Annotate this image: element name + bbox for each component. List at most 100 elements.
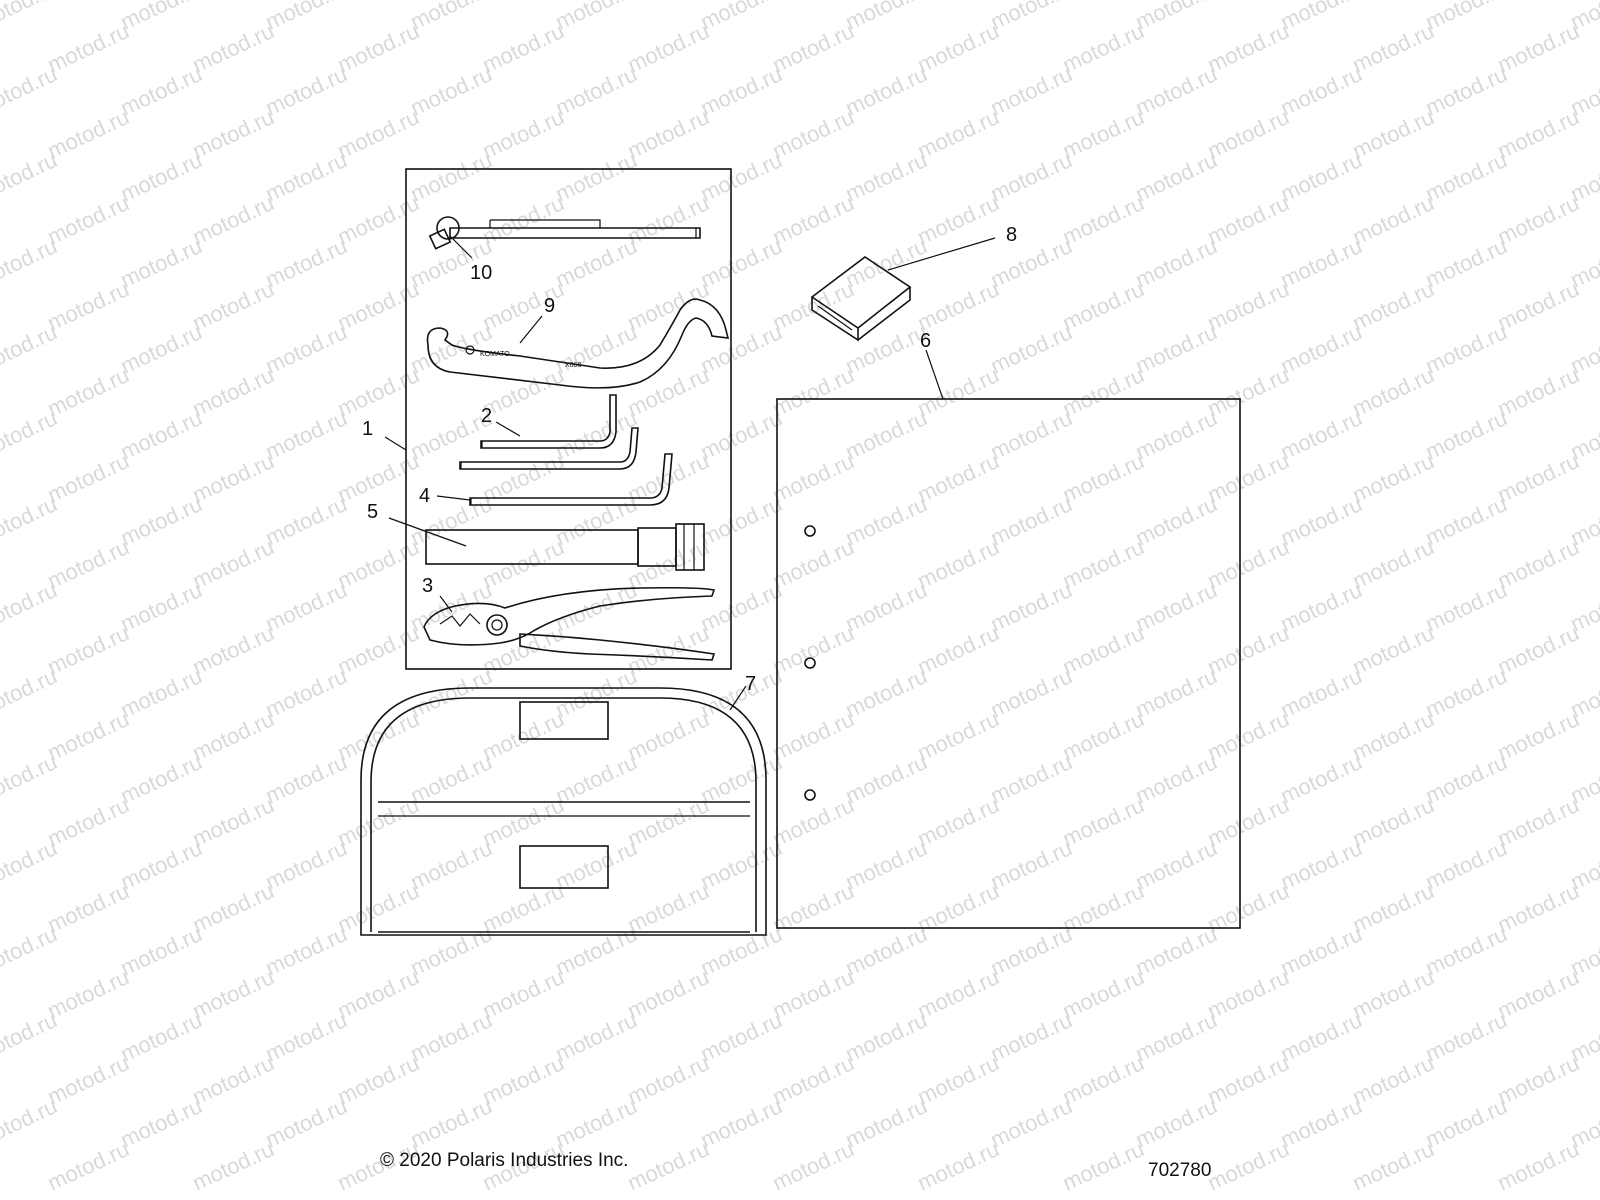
watermark-text: motod.ru xyxy=(334,276,423,335)
watermark-text: motod.ru xyxy=(1204,18,1293,77)
tool-kit-board xyxy=(405,168,732,670)
watermark-text: motod.ru xyxy=(44,878,133,937)
watermark-text: motod.ru xyxy=(1349,18,1438,77)
watermark-text: motod.ru xyxy=(44,534,133,593)
watermark-text: motod.ru xyxy=(769,792,858,851)
watermark-text: motod.ru xyxy=(44,620,133,679)
callout-9: 9 xyxy=(544,295,555,317)
watermark-text: motod.ru xyxy=(1277,491,1366,550)
watermark-text: motod.ru xyxy=(552,491,641,550)
watermark-text: motod.ru xyxy=(1349,1136,1438,1195)
watermark-text: motod.ru xyxy=(407,921,496,980)
spark-plug-socket-part-5 xyxy=(425,523,705,571)
watermark-text: motod.ru xyxy=(624,878,713,937)
watermark-text: motod.ru xyxy=(1349,534,1438,593)
callout-4: 4 xyxy=(419,485,430,507)
watermark-text: motod.ru xyxy=(1132,749,1221,808)
watermark-text: motod.ru xyxy=(262,319,351,378)
watermark-text: motod.ru xyxy=(189,18,278,77)
watermark-text: motod.ru xyxy=(1422,921,1511,980)
watermark-text: motod.ru xyxy=(1349,964,1438,1023)
watermark-text: motod.ru xyxy=(987,749,1076,808)
watermark-text: motod.ru xyxy=(1277,1093,1366,1152)
svg-text:KOMATO: KOMATO xyxy=(480,351,510,358)
watermark-text: motod.ru xyxy=(769,964,858,1023)
watermark-text: motod.ru xyxy=(117,663,206,722)
watermark-text: motod.ru xyxy=(262,921,351,980)
watermark-text: motod.ru xyxy=(624,362,713,421)
watermark-text: motod.ru xyxy=(987,405,1076,464)
watermark-text: motod.ru xyxy=(117,577,206,636)
watermark-text: motod.ru xyxy=(44,276,133,335)
watermark-text: motod.ru xyxy=(44,1050,133,1109)
watermark-text: motod.ru xyxy=(1132,1093,1221,1152)
watermark-text: motod.ru xyxy=(624,792,713,851)
watermark-text: motod.ru xyxy=(0,577,61,636)
watermark-text: motod.ru xyxy=(334,448,423,507)
watermark-text: motod.ru xyxy=(914,448,1003,507)
watermark-text: motod.ru xyxy=(0,1093,61,1152)
watermark-text: motod.ru xyxy=(697,1007,786,1066)
watermark-text: motod.ru xyxy=(0,0,61,35)
watermark-text: motod.ru xyxy=(262,749,351,808)
watermark-text: motod.ru xyxy=(262,147,351,206)
watermark-text: motod.ru xyxy=(479,878,568,937)
watermark-text: motod.ru xyxy=(987,319,1076,378)
watermark-text: motod.ru xyxy=(769,706,858,765)
watermark-text: motod.ru xyxy=(1204,964,1293,1023)
watermark-text: motod.ru xyxy=(479,18,568,77)
watermark-text: motod.ru xyxy=(262,61,351,120)
watermark-text: motod.ru xyxy=(1204,190,1293,249)
watermark-text: motod.ru xyxy=(0,1007,61,1066)
watermark-text: motod.ru xyxy=(334,534,423,593)
watermark-text: motod.ru xyxy=(1059,792,1148,851)
svg-text:X068: X068 xyxy=(565,362,581,369)
watermark-text: motod.ru xyxy=(914,620,1003,679)
watermark-text: motod.ru xyxy=(1494,878,1583,937)
watermark-text: motod.ru xyxy=(769,534,858,593)
pliers-part-3 xyxy=(423,586,716,661)
watermark-text: motod.ru xyxy=(334,190,423,249)
watermark-text: motod.ru xyxy=(117,1093,206,1152)
watermark-text: motod.ru xyxy=(914,18,1003,77)
watermark-text: motod.ru xyxy=(769,362,858,421)
watermark-text: motod.ru xyxy=(189,276,278,335)
watermark-text: motod.ru xyxy=(479,964,568,1023)
watermark-text: motod.ru xyxy=(189,190,278,249)
watermark-text: motod.ru xyxy=(987,921,1076,980)
watermark-text: motod.ru xyxy=(0,61,61,120)
tool-pouch-part-7 xyxy=(360,687,767,936)
watermark-text: motod.ru xyxy=(44,18,133,77)
watermark-text: motod.ru xyxy=(1059,620,1148,679)
watermark-text: motod.ru xyxy=(262,233,351,292)
watermark-text: motod.ru xyxy=(1277,233,1366,292)
watermark-text: motod.ru xyxy=(842,0,931,35)
watermark-text: motod.ru xyxy=(914,276,1003,335)
watermark-text: motod.ru xyxy=(262,835,351,894)
watermark-text: motod.ru xyxy=(842,233,931,292)
watermark-text: motod.ru xyxy=(44,448,133,507)
watermark-text: motod.ru xyxy=(1349,878,1438,937)
watermark-text: motod.ru xyxy=(1349,104,1438,163)
watermark-text: motod.ru xyxy=(44,1136,133,1195)
watermark-text: motod.ru xyxy=(1349,276,1438,335)
watermark-text: motod.ru xyxy=(552,319,641,378)
callout-5: 5 xyxy=(367,501,378,523)
watermark-text: motod.ru xyxy=(1059,18,1148,77)
watermark-text: motod.ru xyxy=(1422,663,1511,722)
watermark-text: motod.ru xyxy=(334,104,423,163)
watermark-text: motod.ru xyxy=(1422,491,1511,550)
watermark-text: motod.ru xyxy=(552,147,641,206)
watermark-text: motod.ru xyxy=(262,1093,351,1152)
watermark-text: motod.ru xyxy=(262,491,351,550)
watermark-text: motod.ru xyxy=(1422,319,1511,378)
watermark-text: motod.ru xyxy=(1277,405,1366,464)
watermark-text: motod.ru xyxy=(334,18,423,77)
watermark-text: motod.ru xyxy=(44,706,133,765)
watermark-text: motod.ru xyxy=(334,878,423,937)
watermark-text: motod.ru xyxy=(44,362,133,421)
watermark-text: motod.ru xyxy=(552,405,641,464)
watermark-text: motod.ru xyxy=(1204,792,1293,851)
watermark-text: motod.ru xyxy=(407,1007,496,1066)
watermark-text: motod.ru xyxy=(842,61,931,120)
